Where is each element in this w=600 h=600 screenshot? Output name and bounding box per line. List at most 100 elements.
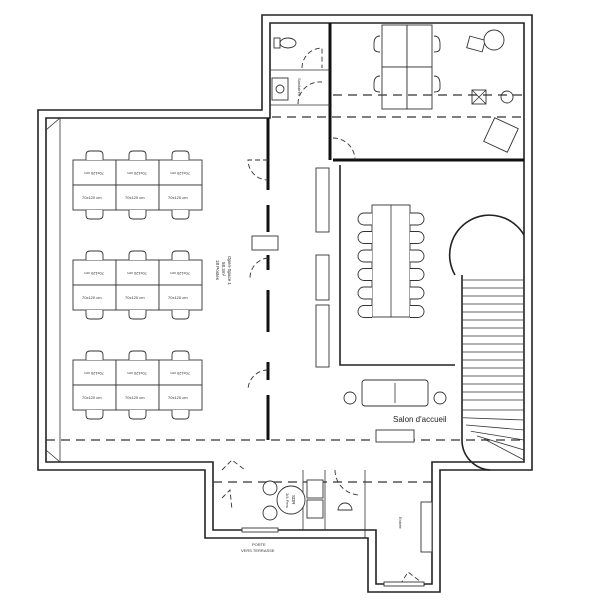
chair-icon (85, 150, 104, 160)
sdr-table (276, 485, 306, 515)
toilet-tank (273, 37, 281, 49)
desk (115, 359, 160, 386)
desk-label: 70x120 cm (84, 371, 104, 376)
salon-area: Salon d'accueil (315, 165, 525, 471)
sdr-label: SDR (291, 495, 296, 505)
sink-icon (275, 84, 285, 94)
open-space-area: 58.3m² (221, 262, 226, 277)
stair-step (465, 424, 525, 431)
chair-icon (357, 231, 372, 244)
chair-icon (128, 410, 147, 420)
outer-walls (37, 14, 533, 593)
desk (115, 259, 160, 286)
chair-icon (373, 35, 381, 53)
stairs-curve (448, 214, 525, 276)
chair-icon (85, 350, 104, 360)
terrace-door-label-2: VERS TERRASSE (241, 548, 275, 553)
stair-step (484, 438, 525, 461)
chair-icon (85, 410, 104, 420)
desk-label: 70x120 cm (127, 371, 147, 376)
chair-icon (128, 350, 147, 360)
chair-icon (410, 286, 425, 300)
desk-label: 70x120 cm (170, 271, 190, 276)
door-swing (334, 469, 361, 496)
chair-icon (171, 250, 190, 260)
door-swing (247, 159, 269, 181)
open-space-label: Open-Space 1 58.3m² 18 Postes (215, 256, 232, 286)
chair-icon (433, 75, 441, 93)
chair-icon (410, 249, 425, 263)
chair-icon (410, 231, 425, 244)
chair-icon (373, 75, 381, 93)
chair-icon (171, 310, 190, 320)
desk-label: 70x120 cm (168, 395, 188, 400)
desk-label: 70x120 cm (82, 395, 102, 400)
desk-label: 70x120 cm (82, 295, 102, 300)
bottom-rooms: SDR 3/4 Pers PORTE VERS TERRASSE Entrée (221, 459, 433, 587)
desk-label: 70x120 cm (168, 295, 188, 300)
coffee-table (375, 429, 415, 443)
desk-group: 70x120 cm 70x120 cm 70x120 cm 70x120 cm 70x1… (72, 250, 203, 320)
sdr-capacity: 3/4 Pers (285, 493, 290, 508)
desk-group: 70x120 cm 70x120 cm 70x120 cm 70x120 cm 70x1… (72, 150, 203, 220)
chair-icon (410, 268, 425, 281)
desk-label: 70x120 cm (170, 371, 190, 376)
chair-icon (128, 250, 147, 260)
side-table (466, 35, 486, 53)
desk-label: 70x120 cm (84, 171, 104, 176)
door-swing (247, 369, 269, 391)
door-swing (332, 137, 356, 161)
chair-icon (357, 305, 372, 318)
desk-area: 70x120 cm 70x120 cm 70x120 cm 70x120 cm 70x1… (72, 150, 203, 420)
door-swing (221, 459, 246, 471)
desk-label: 70x120 cm (125, 295, 145, 300)
chair-icon (171, 410, 190, 420)
desk (115, 384, 160, 411)
armchair-icon (483, 29, 505, 51)
chair-icon (410, 305, 425, 318)
chair-icon (433, 35, 441, 53)
chair-icon (171, 210, 190, 220)
desk-label: 70x120 cm (168, 195, 188, 200)
desk-label: 70x120 cm (125, 195, 145, 200)
desk-label: 70x120 cm (127, 171, 147, 176)
partition-wall (247, 118, 279, 440)
cushion-icon (483, 117, 519, 153)
desk (158, 384, 203, 411)
desk-label: 70x120 cm (84, 271, 104, 276)
door-swing (297, 81, 323, 105)
window-line (45, 449, 61, 463)
chair-icon (410, 212, 425, 226)
window-line (45, 117, 61, 131)
chair-icon (128, 310, 147, 320)
desk (158, 359, 203, 386)
chair-icon (171, 350, 190, 360)
chair-icon (357, 249, 372, 263)
desk (158, 284, 203, 311)
chair-icon (357, 268, 372, 281)
chair-icon (171, 150, 190, 160)
desk-label: 70x120 cm (170, 171, 190, 176)
open-space-seats: 18 Postes (215, 260, 220, 281)
salon-label: Salon d'accueil (393, 415, 447, 424)
plant-icon (500, 90, 514, 104)
chair-icon (128, 150, 147, 160)
sanitaires-label: Sanitaires (297, 78, 302, 96)
round-table (343, 391, 357, 405)
stair-step (476, 435, 525, 451)
chair-icon (128, 210, 147, 220)
chair-icon (357, 286, 372, 300)
desk-group: 70x120 cm 70x120 cm 70x120 cm 70x120 cm 70x1… (72, 350, 203, 420)
desk-label: 70x120 cm (82, 195, 102, 200)
stair-step (470, 430, 525, 441)
column (251, 235, 279, 251)
desk-label: 70x120 cm (127, 271, 147, 276)
chair-icon (85, 310, 104, 320)
chair-icon (357, 212, 372, 226)
stairs (461, 275, 491, 471)
terrace-door (241, 527, 279, 533)
entree-label: Entrée (398, 517, 403, 530)
door-swing (249, 257, 269, 279)
door-swing (221, 489, 233, 511)
